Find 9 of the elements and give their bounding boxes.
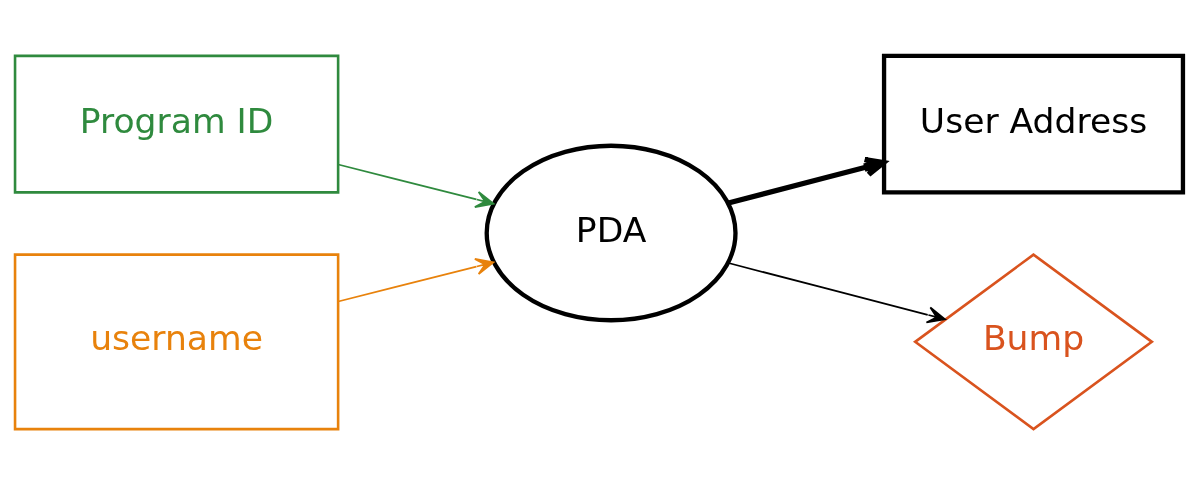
arrow: [337, 163, 495, 208]
node-box: Program ID: [13, 54, 340, 194]
arrow: [337, 258, 495, 303]
node-ellipse: PDA: [484, 143, 738, 323]
arrow: [727, 262, 946, 324]
arrow: [727, 156, 887, 206]
node-box: User Address: [881, 53, 1186, 195]
node-box: username: [13, 253, 340, 431]
node-diamond: Bump: [913, 253, 1155, 431]
